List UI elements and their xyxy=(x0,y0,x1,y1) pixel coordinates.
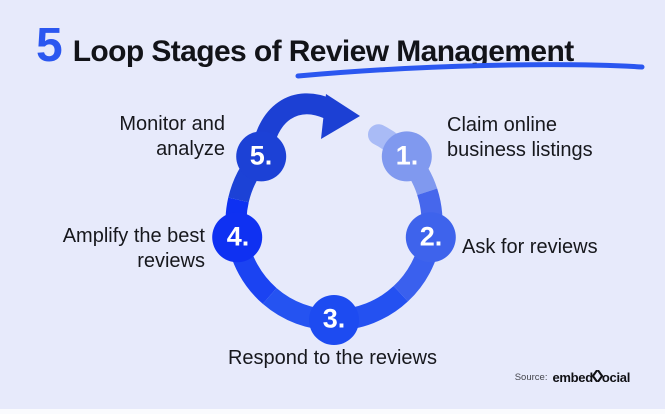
stage-4-number: 4. xyxy=(226,221,250,252)
embedsocial-logo: embed ocial xyxy=(552,369,630,385)
stage-1-circle xyxy=(381,131,432,182)
stage-1-number: 1. xyxy=(395,140,419,171)
stage-5-label: Monitor and analyze xyxy=(119,113,225,160)
source-label: Source: xyxy=(514,372,548,383)
brand-suffix: ocial xyxy=(601,370,630,385)
stage-5-number: 5. xyxy=(249,140,273,171)
stage-5-circle xyxy=(236,131,287,182)
title-text: Loop Stages of Review Management xyxy=(72,35,575,68)
title-underline-swoosh xyxy=(295,62,645,79)
stage-2-label: Ask for reviews xyxy=(462,236,598,258)
source-attribution: Source: embed ocial xyxy=(514,369,630,385)
stage-2-number: 2. xyxy=(419,221,443,252)
loop-arrowhead-icon xyxy=(321,94,360,139)
bottom-margin-strip xyxy=(0,409,665,414)
stage-3-circle xyxy=(309,295,359,345)
page-title: 5 Loop Stages of Review Management xyxy=(36,22,574,70)
stage-1-label: Claim online business listings xyxy=(447,114,593,161)
stage-2-circle xyxy=(405,212,456,263)
brand-prefix: embed xyxy=(552,370,593,385)
stage-4-circle xyxy=(212,212,263,263)
title-number-5: 5 xyxy=(36,19,63,72)
stage-4-label: Amplify the best reviews xyxy=(62,225,205,272)
embedsocial-diamond-icon xyxy=(591,369,603,385)
stage-3-label: Respond to the reviews xyxy=(227,347,437,369)
stage-3-number: 3. xyxy=(322,303,346,334)
